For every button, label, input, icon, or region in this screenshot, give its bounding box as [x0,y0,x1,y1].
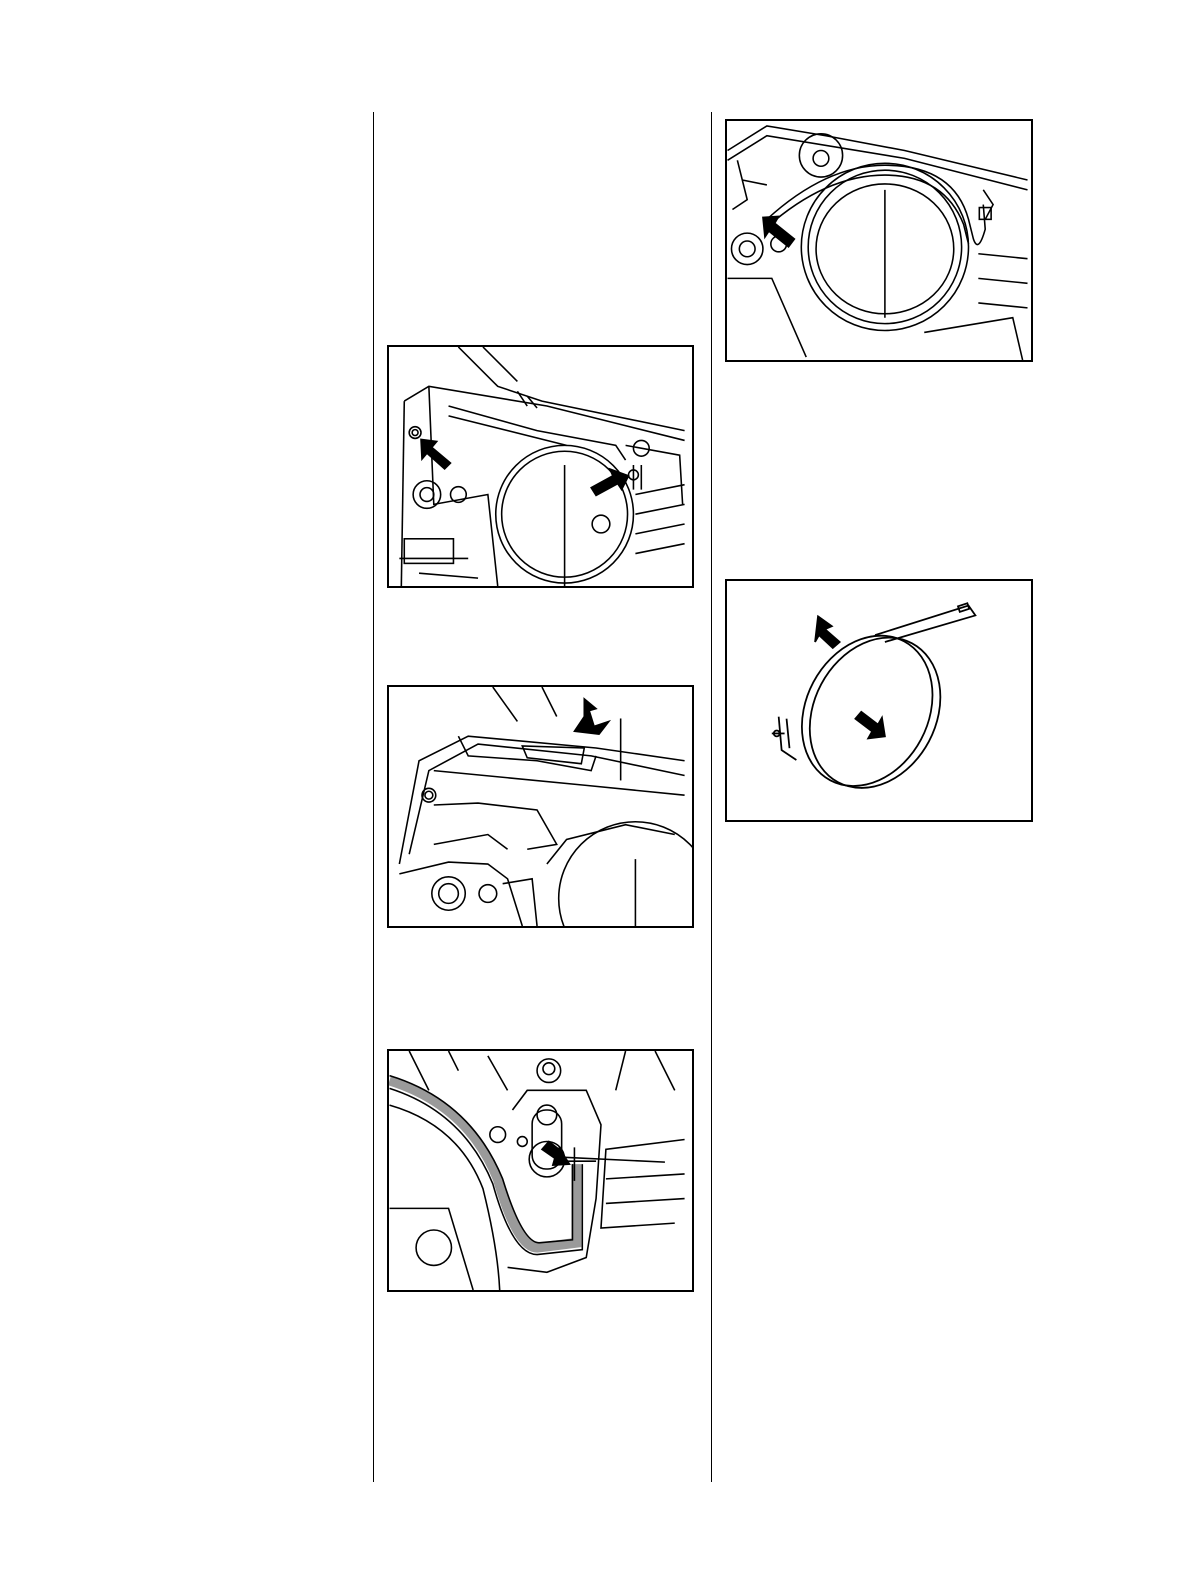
figure-brake-band-screws [387,345,694,588]
arrow-upper [815,616,840,647]
column-divider-right [711,112,712,1482]
figure-cover-rail [387,685,694,928]
arrow-up-left [763,216,794,246]
arrow-left [421,439,451,469]
figure-band-on-pin [387,1049,694,1292]
column-divider-left [373,112,374,1482]
figure-band-installed [725,119,1033,362]
figure-brake-band-loose [725,579,1033,822]
arrow-down [542,1141,570,1165]
arrow-lower [855,712,885,739]
arrow-down [574,699,608,734]
